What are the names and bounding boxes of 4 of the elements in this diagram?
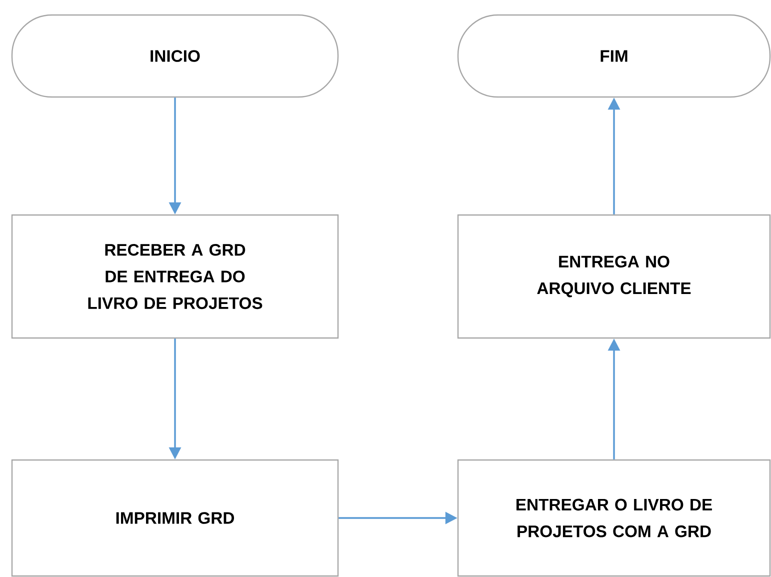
process-box: ENTREGAR O LIVRO DE PROJETOS COM A GRD: [457, 459, 771, 577]
process-box: ENTREGA NO ARQUIVO CLIENTE: [457, 214, 771, 339]
process-box: IMPRIMIR GRD: [11, 459, 339, 577]
process-box: RECEBER A GRD DE ENTREGA DO LIVRO DE PROJETOS: [11, 214, 339, 339]
